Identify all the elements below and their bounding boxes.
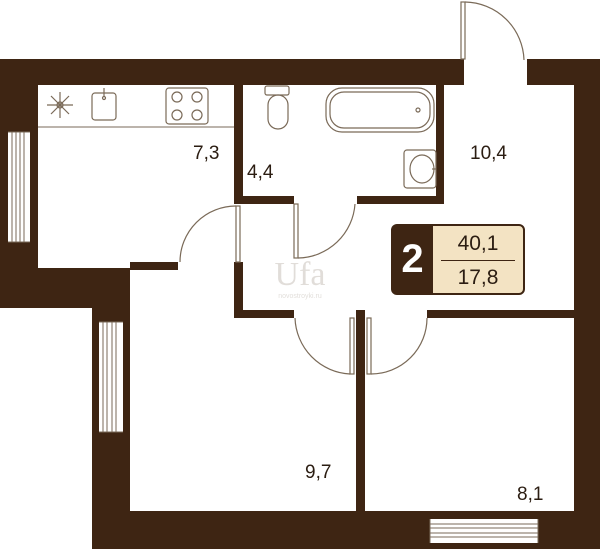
snowflake-icon	[47, 92, 73, 118]
watermark: Ufa novostroyki.ru	[275, 256, 326, 300]
total-area: 40,1	[457, 232, 499, 255]
bedroom-right-area: 8,1	[517, 484, 543, 505]
hall-area: 10,4	[470, 143, 507, 164]
area-divider	[441, 260, 515, 261]
window-bedroom-right	[429, 519, 539, 543]
apartment-summary-badge: 2 40,1 17,8	[391, 224, 525, 295]
bathroom-area: 4,4	[247, 162, 274, 183]
sink-icon	[91, 88, 117, 121]
toilet-icon	[264, 85, 290, 130]
area-box: 40,1 17,8	[431, 224, 525, 295]
bedroom-left-area: 9,7	[305, 462, 331, 483]
doors	[179, 1, 525, 375]
kitchen-area: 7,3	[193, 143, 219, 164]
stove-icon	[165, 87, 209, 125]
living-area: 17,8	[457, 266, 499, 289]
room-count: 2	[391, 224, 434, 295]
outer-walls	[0, 59, 600, 549]
washbasin-icon	[403, 149, 437, 189]
window-bedroom-left	[99, 321, 123, 433]
bathtub-icon	[325, 87, 435, 133]
inner-walls	[130, 85, 574, 511]
window-kitchen	[8, 131, 30, 243]
svg-text:Ufa: Ufa	[275, 256, 326, 293]
svg-text:novostroyki.ru: novostroyki.ru	[278, 293, 322, 300]
